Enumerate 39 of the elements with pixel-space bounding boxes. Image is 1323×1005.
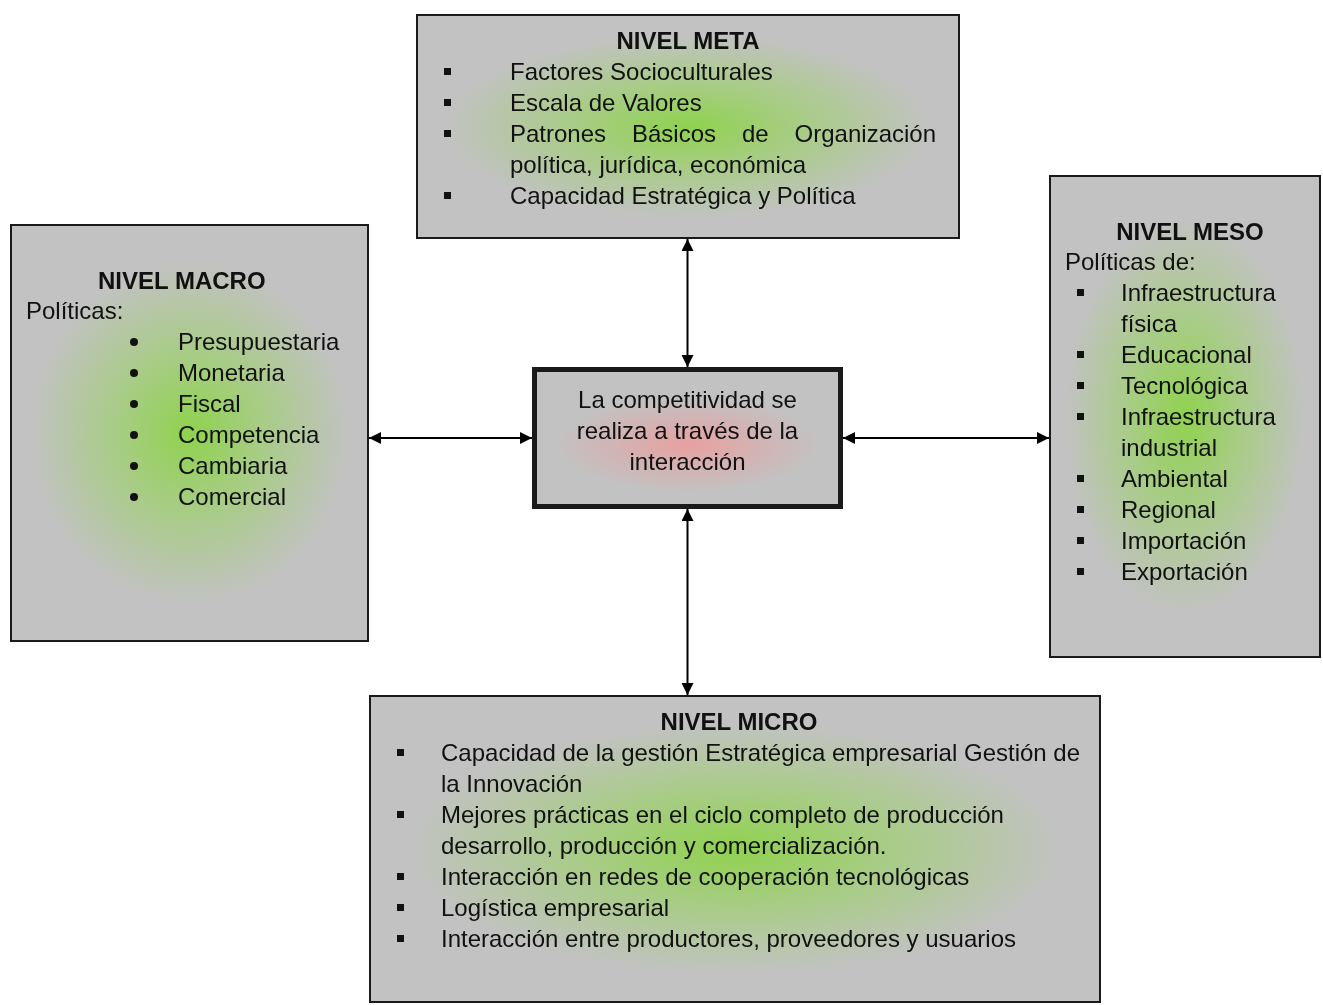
bullet-item: Comercial — [82, 481, 347, 512]
box-text: La competitividad se realiza a través de la interacción — [575, 385, 800, 477]
bullet-item: Infraestructura industrial — [1073, 401, 1307, 463]
bullet-item: Cambiaria — [82, 450, 347, 481]
double-arrow — [842, 432, 1050, 444]
level-box — [369, 695, 1101, 1003]
bullet-item: Tecnológica — [1073, 370, 1307, 401]
double-arrow — [681, 238, 694, 368]
bullet-item: Infraestructura física — [1073, 277, 1307, 339]
center-box — [532, 367, 843, 509]
bullet-item: Fiscal — [82, 388, 347, 419]
bullet-item: Exportación — [1073, 556, 1307, 587]
bullet-item: Monetaria — [82, 357, 347, 388]
level-box — [10, 224, 369, 642]
bullet-item: Ambiental — [1073, 463, 1307, 494]
box-heading: NIVEL MICRO — [659, 707, 819, 737]
bullet-item: Competencia — [82, 419, 347, 450]
bullet-item: Patrones Básicos de Organización política, jurídica, económica — [440, 118, 936, 180]
subheading: Políticas de: — [1065, 247, 1197, 277]
bullet-item: Interacción en redes de cooperación tecnológicas — [393, 861, 1085, 892]
bullet-item: Escala de Valores — [440, 87, 936, 118]
level-box — [416, 14, 960, 239]
bullet-item: Presupuestaria — [82, 326, 347, 357]
bullet-item: Regional — [1073, 494, 1307, 525]
box-heading: NIVEL MESO — [1115, 217, 1265, 247]
level-box — [1049, 175, 1321, 658]
bullet-item: Educacional — [1073, 339, 1307, 370]
bullet-item: Capacidad de la gestión Estratégica empresarial Gestión de la Innovación — [393, 737, 1085, 799]
bullet-item: Interacción entre productores, proveedores y usuarios — [393, 923, 1085, 954]
double-arrow — [368, 432, 533, 444]
double-arrow — [681, 508, 694, 696]
bullet-item: Importación — [1073, 525, 1307, 556]
bullet-item: Capacidad Estratégica y Política — [440, 180, 936, 211]
bullet-item: Mejores prácticas en el ciclo completo de producción desarrollo, producción y comercialización. — [393, 799, 1085, 861]
subheading: Políticas: — [26, 296, 125, 326]
box-heading: NIVEL META — [615, 26, 761, 56]
bullet-item: Logística empresarial — [393, 892, 1085, 923]
box-heading: NIVEL MACRO — [97, 266, 267, 296]
bullet-item: Factores Socioculturales — [440, 56, 936, 87]
